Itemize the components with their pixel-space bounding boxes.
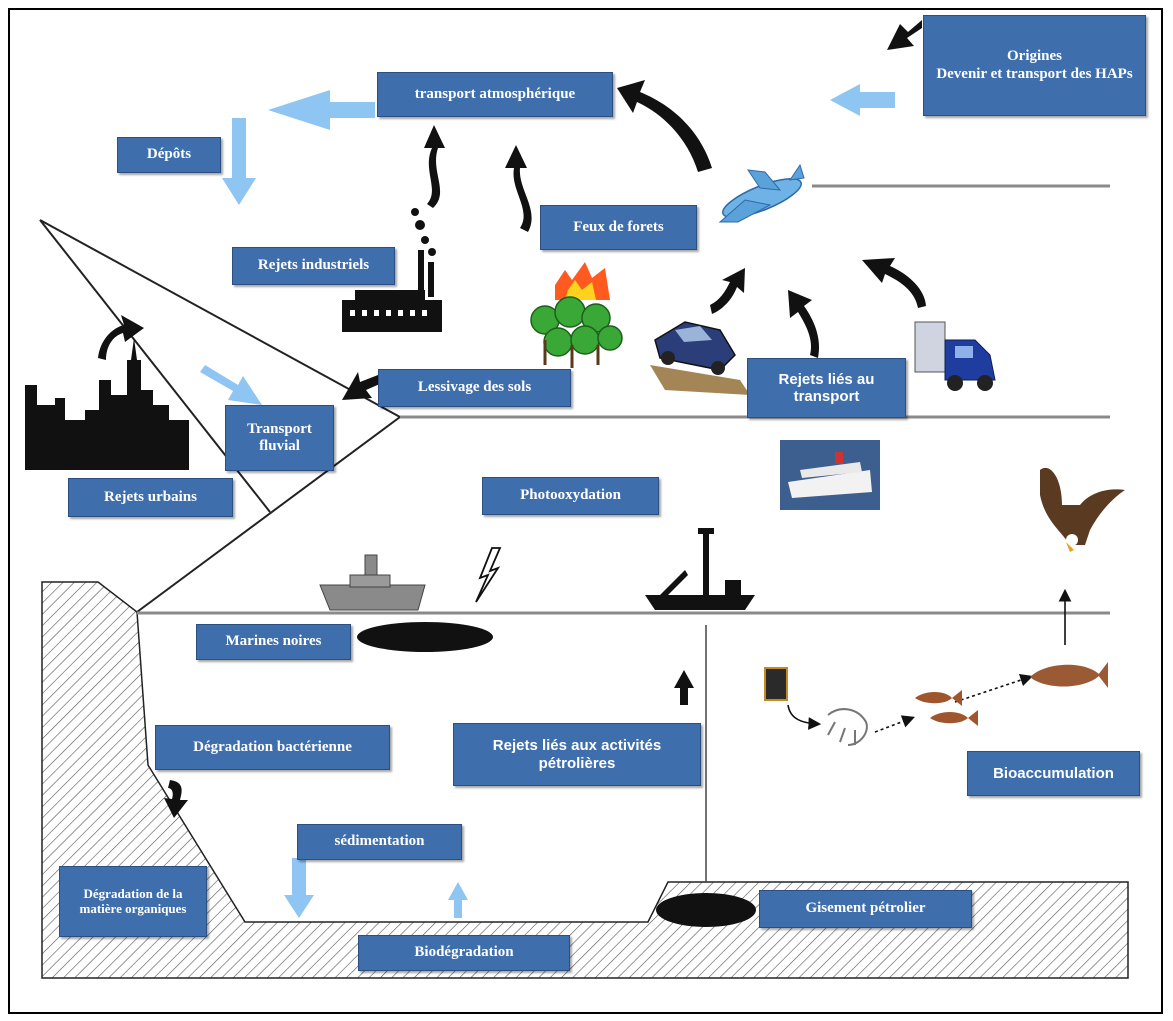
arrow-city [98, 315, 144, 360]
food-chain-arrows [787, 588, 1072, 733]
label-feux-de-forets: Feux de forets [540, 205, 697, 250]
label-transport-fluvial: Transport fluvial [225, 405, 334, 471]
dark-arrows [98, 20, 926, 818]
arrow-origines [887, 20, 922, 50]
label-rejets-urbains: Rejets urbains [68, 478, 233, 517]
label-gisement-petrolier: Gisement pétrolier [759, 890, 972, 928]
arrow-origines-to-atmo [830, 84, 895, 116]
arrow-plane-to-atmo [617, 80, 712, 172]
arrow-urban-to-fluvial [200, 365, 262, 405]
label-rejets-industriels: Rejets industriels [232, 247, 395, 285]
plankton-icon [764, 667, 788, 701]
arrow-depots-down [222, 118, 256, 205]
oil-slick-icon [357, 622, 493, 652]
airplane-icon [718, 163, 805, 223]
fish-icon [915, 662, 1108, 726]
drilling-ship-icon [645, 528, 755, 610]
arrow-fire-up [505, 145, 532, 232]
city-skyline-icon [25, 338, 189, 470]
arrow-sedimentation-down [284, 858, 314, 918]
shrimp-icon [827, 708, 868, 746]
label-degradation-matiere: Dégradation de la matière organiques [59, 866, 207, 937]
label-rejets-petroliers: Rejets liés aux activités pétrolières [453, 723, 701, 786]
arrow-transport-up [788, 290, 820, 358]
arrow-factory-up [424, 125, 445, 208]
label-photooxydation: Photooxydation [482, 477, 659, 515]
forest-fire-icon [530, 262, 623, 368]
arrow-biodegradation-up [448, 882, 468, 918]
fishing-boat-icon [319, 554, 426, 611]
label-transport-atmospherique: transport atmosphérique [377, 72, 613, 117]
label-sedimentation: sédimentation [297, 824, 462, 860]
label-depots: Dépôts [117, 137, 221, 173]
eagle-icon [1040, 467, 1125, 552]
seabed [41, 581, 1129, 979]
light-arrows [200, 84, 895, 918]
label-bioaccumulation: Bioaccumulation [967, 751, 1140, 796]
oil-reservoir-icon [656, 893, 756, 927]
car-icon [650, 321, 750, 395]
truck-icon [914, 321, 996, 391]
arrow-bact-down [164, 780, 188, 818]
label-lessivage-des-sols: Lessivage des sols [378, 369, 571, 407]
label-origines: Origines Devenir et transport des HAPs [923, 15, 1146, 116]
label-rejets-transport: Rejets liés au transport [747, 358, 906, 418]
label-marines-noires: Marines noires [196, 624, 351, 660]
label-biodegradation: Biodégradation [358, 935, 570, 971]
arrow-car-to-plane [710, 268, 745, 314]
factory-icon [342, 208, 442, 332]
ship-icon [780, 440, 880, 510]
arrow-lessivage [342, 372, 382, 400]
arrow-atmo-to-depots [268, 90, 375, 130]
arrow-petrol-up [674, 670, 694, 705]
label-degradation-bacterienne: Dégradation bactérienne [155, 725, 390, 770]
lightning-icon [475, 547, 502, 603]
arrow-truck-up [862, 258, 926, 308]
